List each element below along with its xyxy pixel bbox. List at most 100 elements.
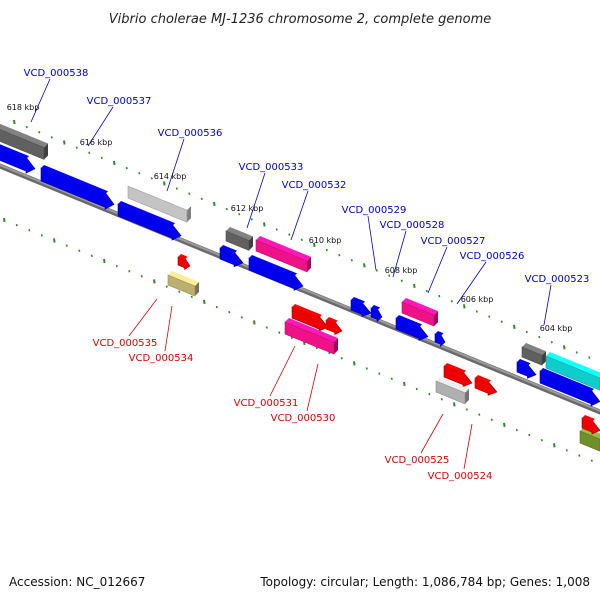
gene-VCD-000536 [127, 182, 191, 223]
gene-VCD-000528 [401, 298, 438, 327]
upper-track-minor-tick [275, 228, 278, 231]
gene-VCD-000537-arrow [40, 165, 115, 210]
lower-track-minor-tick [40, 234, 43, 237]
upper-track-minor-tick [50, 136, 53, 139]
gene-edge-arrow [581, 415, 600, 435]
upper-track-minor-tick [288, 233, 291, 236]
gene-VCD-000530 [284, 318, 338, 355]
lower-track-minor-tick [15, 223, 18, 227]
lower-track-major-tick [503, 422, 506, 427]
lower-track-minor-tick [565, 449, 568, 452]
gene-edge [579, 427, 600, 452]
lower-track-minor-tick [590, 459, 593, 462]
leader-line [543, 284, 552, 326]
gene-label-upper: VCD_000536 [158, 128, 223, 139]
lower-track-minor-tick [140, 275, 143, 278]
leader-line [30, 78, 51, 123]
lower-track-minor-tick [78, 249, 81, 252]
upper-track-minor-tick [475, 310, 478, 313]
lower-track-minor-tick [165, 285, 168, 288]
gene-label-upper: VCD_000528 [380, 220, 445, 231]
upper-track-major-tick [563, 345, 566, 350]
gene-VCD-000532 [255, 236, 311, 273]
lower-track-minor-tick [265, 326, 268, 329]
upper-track-minor-tick [450, 300, 453, 303]
upper-track-minor-tick [175, 187, 178, 190]
upper-track-minor-tick [550, 340, 553, 344]
chromosome-backbone [0, 163, 600, 415]
lower-track-major-tick [253, 320, 256, 325]
gene-label-upper: VCD_000526 [460, 251, 525, 262]
lower-track-major-tick [203, 299, 206, 305]
upper-track-minor-tick [488, 315, 491, 318]
upper-track-minor-tick [525, 330, 528, 334]
gene-VCD-000523-arrow [539, 368, 600, 407]
lower-track-minor-tick [490, 418, 493, 421]
map-title: Vibrio cholerae MJ-1236 chromosome 2, co… [109, 12, 491, 27]
scale-label: 606 kbp [461, 295, 494, 304]
lower-track-minor-tick [190, 295, 193, 299]
gene-label-lower: VCD_000535 [93, 338, 158, 349]
lower-track-minor-tick [528, 433, 531, 437]
upper-track-minor-tick [588, 356, 591, 359]
gene-VCD-000528-arrow [395, 315, 429, 341]
lower-track-minor-tick [28, 229, 31, 232]
gene-label-lower: VCD_000531 [234, 398, 299, 409]
leader-line [87, 106, 114, 147]
leader-line [166, 138, 185, 192]
lower-track-minor-tick [215, 305, 218, 309]
upper-track-minor-tick [88, 151, 91, 154]
genome-summary-text: Topology: circular; Length: 1,086,784 bp… [259, 575, 590, 589]
scale-label: 614 kbp [154, 172, 187, 181]
gene-VCD-000533 [225, 227, 253, 251]
upper-track-major-tick [513, 324, 516, 329]
upper-track-minor-tick [350, 259, 353, 262]
lower-track-minor-tick [128, 269, 131, 273]
upper-track-minor-tick [438, 294, 441, 298]
lower-track-minor-tick [540, 438, 543, 442]
lower-track-minor-tick [315, 346, 318, 350]
upper-track-minor-tick [375, 269, 378, 272]
leader-line [392, 230, 407, 278]
gene-VCD-000534 [167, 271, 199, 297]
upper-track-minor-tick [338, 253, 341, 257]
gene-label-upper: VCD_000523 [525, 274, 590, 285]
gene-VCD-000526 [521, 343, 546, 366]
lower-track-major-tick [103, 258, 106, 264]
upper-track-minor-tick [188, 192, 191, 195]
gene-VCD-000536-arrow [117, 201, 182, 241]
lower-track-minor-tick [228, 310, 231, 314]
leader-line [306, 363, 319, 412]
upper-track-minor-tick [250, 218, 253, 221]
gene-VCD-000538 [0, 123, 48, 160]
gene-VCD-000525-arrow [443, 363, 473, 388]
gene-VCD-000525 [435, 377, 469, 405]
lower-track-minor-tick [390, 377, 393, 380]
leader-line [269, 345, 296, 397]
gene-VCD-000524-arrow [474, 375, 498, 396]
gene-VCD-000527-arrow [434, 331, 446, 347]
lower-track-minor-tick [90, 254, 93, 258]
gene-label-lower: VCD_000524 [428, 471, 493, 482]
gene-VCD-000523 [545, 352, 600, 391]
gene-label-upper: VCD_000529 [342, 205, 407, 216]
upper-track-minor-tick [225, 207, 228, 211]
upper-track-major-tick [63, 140, 66, 145]
scale-label: 616 kbp [80, 138, 113, 147]
upper-track-major-tick [213, 201, 216, 207]
leader-line [290, 190, 309, 241]
upper-track-minor-tick [38, 131, 41, 134]
lower-track-major-tick [553, 443, 556, 448]
upper-track-major-tick [463, 304, 466, 309]
lower-track-minor-tick [428, 392, 431, 396]
gene-VCD-000531-arrow [291, 304, 329, 332]
lower-track-minor-tick [290, 336, 293, 340]
upper-track-major-tick [363, 263, 366, 268]
scale-label: 610 kbp [309, 236, 342, 245]
lower-track-minor-tick [478, 413, 481, 416]
upper-track-minor-tick [25, 125, 28, 129]
gene-arrow [0, 144, 36, 174]
tick-marks [3, 119, 593, 462]
gene-label-upper: VCD_000537 [87, 96, 152, 107]
